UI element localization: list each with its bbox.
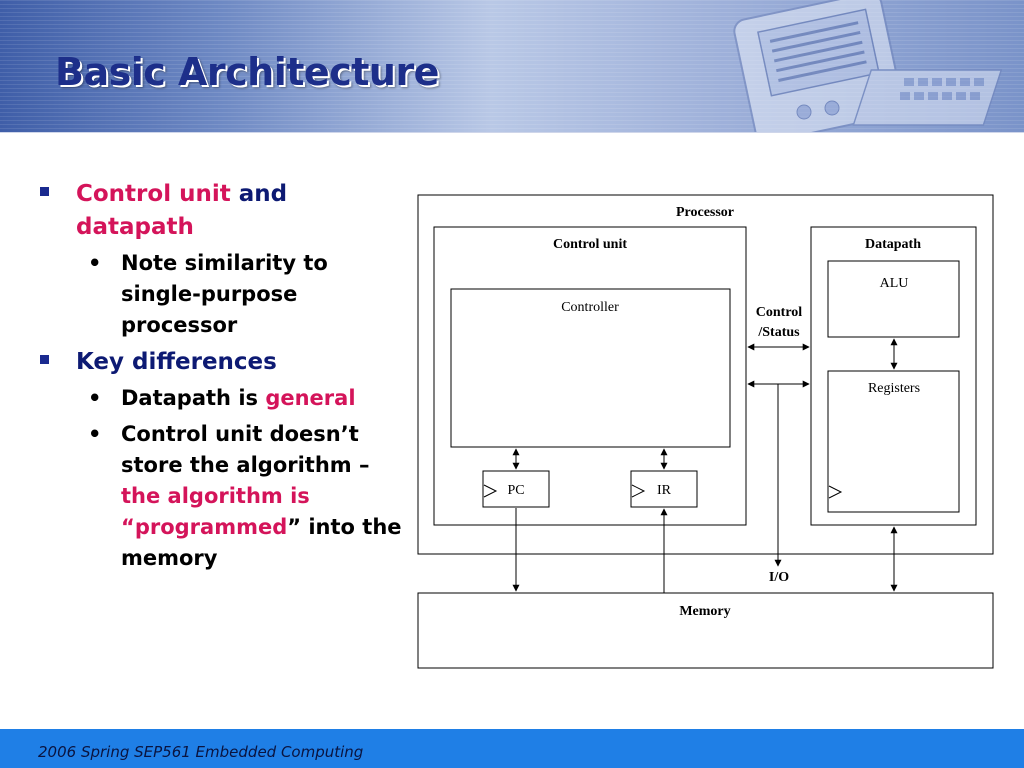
sub-bullet-datapath-text: Datapath is <box>121 386 266 410</box>
footer-text: 2006 Spring SEP561 Embedded Computing <box>38 743 364 761</box>
dash: – <box>358 453 370 477</box>
slide-title: Basic Architecture <box>55 50 439 94</box>
bullet-key-differences: Key differences <box>38 346 408 379</box>
control-unit-box <box>433 226 747 526</box>
processor-box <box>417 194 994 555</box>
pc-register-box <box>482 470 550 508</box>
ir-register-box <box>630 470 698 508</box>
ir-label: IR <box>657 483 672 498</box>
bullet-list: Control unit and datapath • Note similar… <box>38 178 408 579</box>
sub-bullet-text-2: t store the algorithm <box>121 422 359 477</box>
sub-bullet-text-3: into the memory <box>121 515 402 570</box>
sub-bullet-highlight-2: programmed <box>134 515 288 539</box>
bullet-control-unit-datapath: Control unit and datapath <box>38 178 408 244</box>
header-banner <box>0 0 1024 133</box>
io-label: I/O <box>769 570 789 585</box>
control-status-label-line2: /Status <box>757 325 800 340</box>
dot-bullet-icon: • <box>88 251 102 275</box>
sub-bullet-datapath-general: • Datapath is general <box>38 383 408 414</box>
quote-close: ” <box>287 515 302 539</box>
pc-label: PC <box>507 483 524 498</box>
pc-clock-triangle <box>483 484 498 498</box>
controller-label: Controller <box>561 300 619 315</box>
datapath-label: Datapath <box>865 237 921 252</box>
dot-bullet-icon: • <box>88 386 102 410</box>
pda-keyboard-illustration <box>733 0 1003 133</box>
registers-clock-triangle <box>828 485 843 499</box>
controller-box <box>450 288 731 448</box>
square-bullet-icon <box>40 355 49 364</box>
bullet-highlight-datapath: datapath <box>76 214 194 240</box>
registers-box <box>827 370 960 513</box>
sub-bullet-highlight-1: the algorithm is <box>121 484 310 508</box>
control-unit-label: Control unit <box>553 237 627 252</box>
dot-bullet-icon: • <box>88 422 102 446</box>
datapath-box <box>810 226 977 526</box>
bullet-highlight-control-unit: Control unit <box>76 181 231 207</box>
alu-box <box>827 260 960 338</box>
alu-label: ALU <box>880 276 909 291</box>
registers-label: Registers <box>868 381 920 396</box>
footer-bar <box>0 729 1024 768</box>
sub-bullet-control-unit-algorithm: • Control unit doesn’t store the algorit… <box>38 419 408 574</box>
quote-open: “ <box>121 515 135 539</box>
square-bullet-icon <box>40 187 49 196</box>
header-divider <box>0 132 1024 133</box>
bullet-text-and: and <box>230 181 288 207</box>
processor-label: Processor <box>676 205 734 220</box>
sub-bullet-similarity-text: Note similarity to single-purpose proces… <box>121 251 328 337</box>
sub-bullet-general-highlight: general <box>265 386 356 410</box>
bullet-key-differences-text: Key differences <box>76 349 277 375</box>
memory-box <box>417 592 994 669</box>
control-status-label-line1: Control <box>756 305 803 320</box>
sub-bullet-text-1: Control unit doesn <box>121 422 341 446</box>
ir-clock-triangle <box>631 484 646 498</box>
apostrophe: ’ <box>340 422 349 446</box>
memory-label: Memory <box>679 604 730 619</box>
sub-bullet-similarity: • Note similarity to single-purpose proc… <box>38 248 408 341</box>
